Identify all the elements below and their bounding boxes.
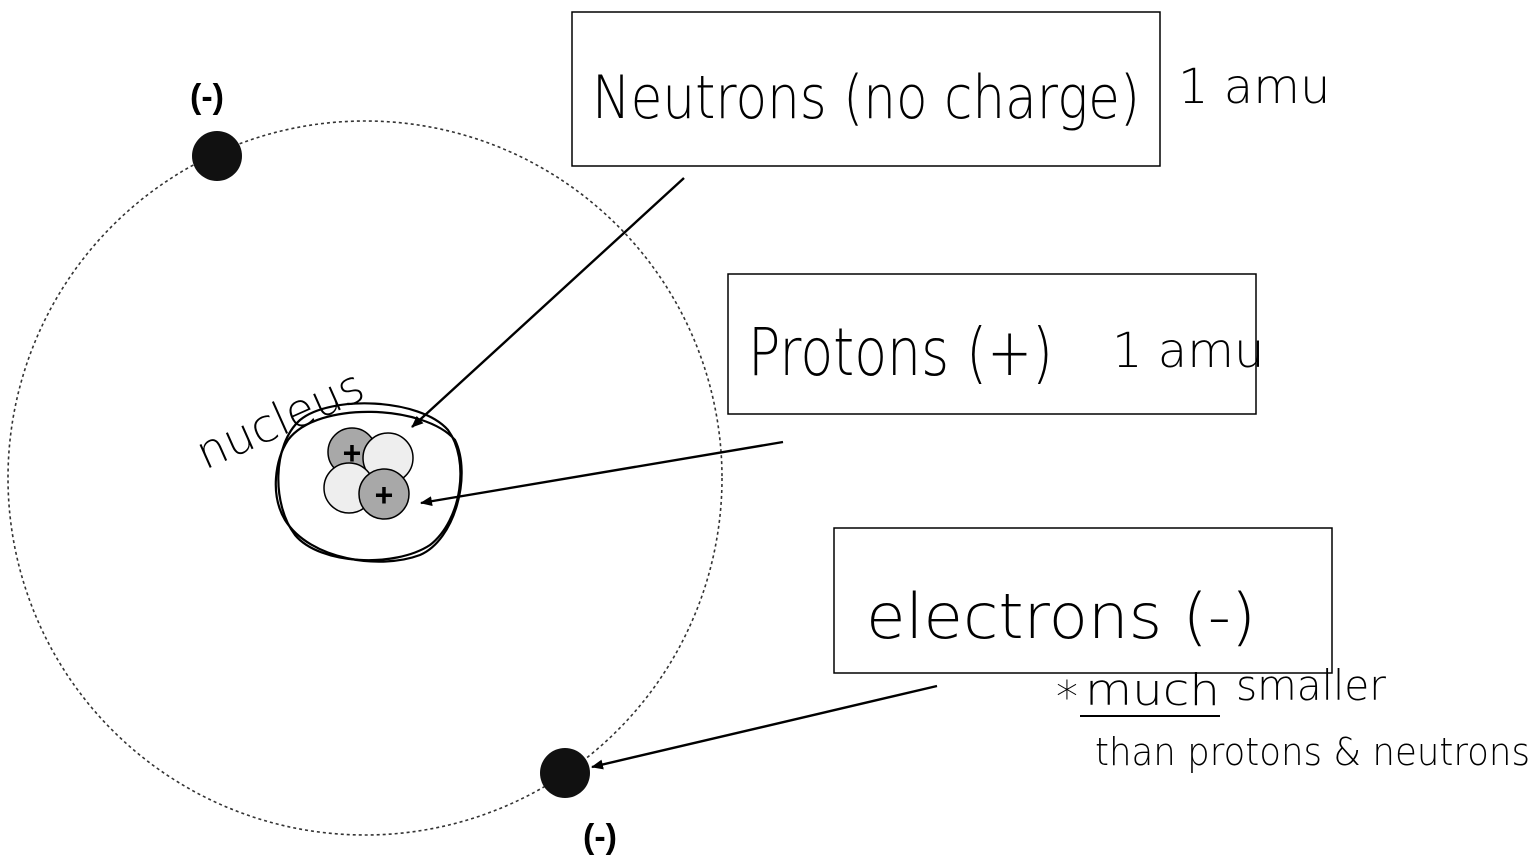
proton-2 bbox=[358, 468, 410, 520]
electrons-box bbox=[833, 527, 1333, 674]
electron-top-charge: (-) bbox=[190, 78, 224, 116]
electrons-note-much: much bbox=[1085, 665, 1220, 716]
protons-mass: 1 amu bbox=[1112, 323, 1264, 379]
proton-1-symbol: + bbox=[343, 435, 362, 471]
electron-bottom bbox=[540, 748, 590, 798]
electrons-note-line2: than protons & neutrons bbox=[1095, 730, 1530, 774]
electrons-note-star: * bbox=[1056, 672, 1078, 723]
proton-2-symbol: + bbox=[375, 477, 394, 513]
electron-bottom-charge: (-) bbox=[583, 818, 617, 856]
electrons-label: electrons (-) bbox=[866, 580, 1256, 653]
neutrons-box bbox=[571, 11, 1161, 167]
nucleus-outline bbox=[277, 402, 462, 562]
protons-box bbox=[727, 273, 1257, 415]
neutrons-mass: 1 amu bbox=[1178, 59, 1330, 115]
electrons-arrow bbox=[591, 684, 938, 770]
nucleus-outline-2 bbox=[274, 410, 463, 563]
protons-label: Protons (+) bbox=[748, 314, 1053, 391]
electron-top bbox=[192, 131, 242, 181]
electron-orbit bbox=[7, 120, 723, 836]
neutrons-label: Neutrons (no charge) bbox=[592, 63, 1140, 133]
neutrons-arrow bbox=[411, 177, 685, 428]
protons-arrow bbox=[420, 440, 784, 507]
electrons-note-smaller: smaller bbox=[1236, 661, 1387, 710]
